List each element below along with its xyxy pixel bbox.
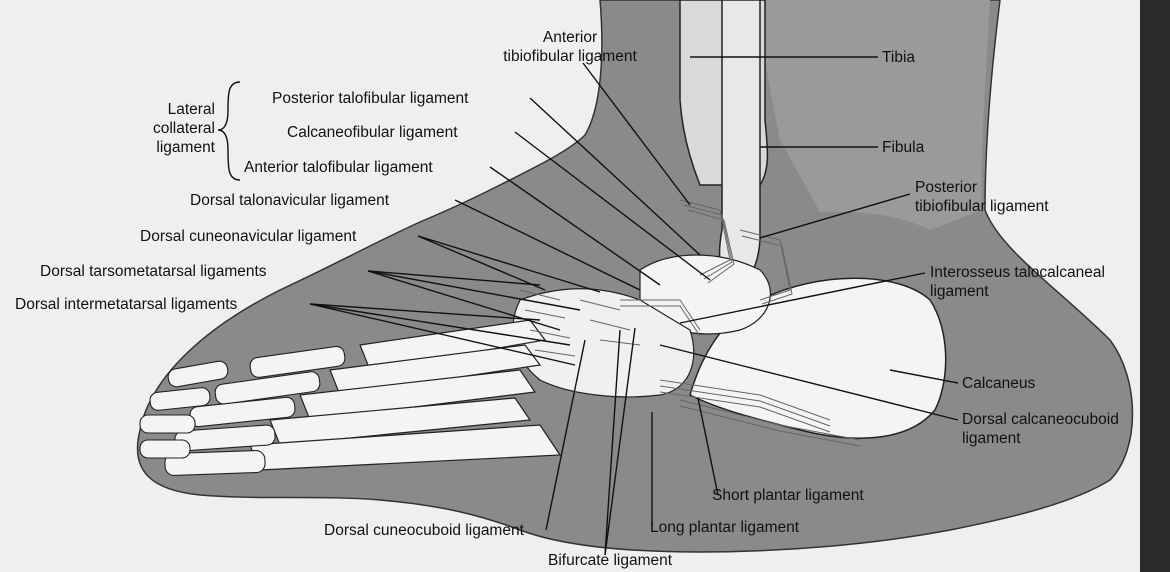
label-long-plantar: Long plantar ligament <box>650 518 799 537</box>
label-posterior-tibiofibular: Posterior tibiofibular ligament <box>915 178 1049 216</box>
label-bifurcate: Bifurcate ligament <box>548 551 672 570</box>
label-tibia: Tibia <box>882 48 915 67</box>
label-calcaneus: Calcaneus <box>962 374 1035 393</box>
label-lateral-collateral: Lateral collateral ligament <box>140 100 215 157</box>
label-interosseus-talocalcaneal: Interosseus talocalcaneal ligament <box>930 263 1105 301</box>
label-short-plantar: Short plantar ligament <box>712 486 864 505</box>
label-dorsal-cuneonavicular: Dorsal cuneonavicular ligament <box>140 227 356 246</box>
label-dorsal-intermetatarsal: Dorsal intermetatarsal ligaments <box>15 295 237 314</box>
label-dorsal-tarsometatarsal: Dorsal tarsometatarsal ligaments <box>40 262 267 281</box>
label-dorsal-talonavicular: Dorsal talonavicular ligament <box>190 191 389 210</box>
fibula-bone <box>720 0 760 286</box>
label-dorsal-cuneocuboid: Dorsal cuneocuboid ligament <box>324 521 524 540</box>
label-posterior-talofibular: Posterior talofibular ligament <box>272 89 468 108</box>
label-calcaneofibular: Calcaneofibular ligament <box>287 123 458 142</box>
label-anterior-talofibular: Anterior talofibular ligament <box>244 158 433 177</box>
label-fibula: Fibula <box>882 138 924 157</box>
label-anterior-tibiofibular: Anterior tibiofibular ligament <box>470 28 670 66</box>
page-edge-shadow <box>1140 0 1170 572</box>
label-dorsal-calcaneocuboid: Dorsal calcaneocuboid ligament <box>962 410 1119 448</box>
